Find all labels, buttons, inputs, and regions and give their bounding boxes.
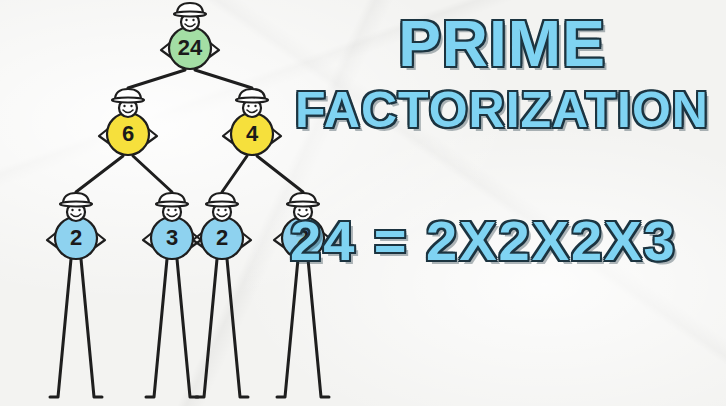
leg: [227, 259, 248, 397]
factor-number: 2: [51, 217, 101, 259]
factor-number: 24: [165, 27, 215, 69]
factor-number: 6: [103, 113, 153, 155]
leg: [277, 259, 298, 397]
factor-figure: 3: [147, 192, 197, 260]
leg: [177, 259, 198, 397]
leg: [81, 259, 102, 397]
factor-figure: 2: [197, 192, 247, 260]
leg: [196, 259, 217, 397]
factor-figure: 4: [227, 88, 277, 156]
leg: [146, 259, 167, 397]
leg-connector: [128, 70, 185, 88]
leg-connector: [222, 156, 247, 192]
factor-figure: 2: [51, 192, 101, 260]
leg: [50, 259, 71, 397]
factor-number: 3: [147, 217, 197, 259]
leg-connector: [76, 156, 123, 192]
equation-label: 24 = 2X2X2X3: [290, 210, 720, 272]
leg: [308, 259, 329, 397]
factor-number: 2: [197, 217, 247, 259]
leg-connector: [257, 156, 303, 192]
factor-figure: 6: [103, 88, 153, 156]
leg-connector: [133, 156, 172, 192]
factor-number: 4: [227, 113, 277, 155]
leg-connector: [195, 70, 252, 88]
factor-figure: 24: [165, 2, 215, 70]
title: PRIME FACTORIZATION: [282, 8, 722, 139]
